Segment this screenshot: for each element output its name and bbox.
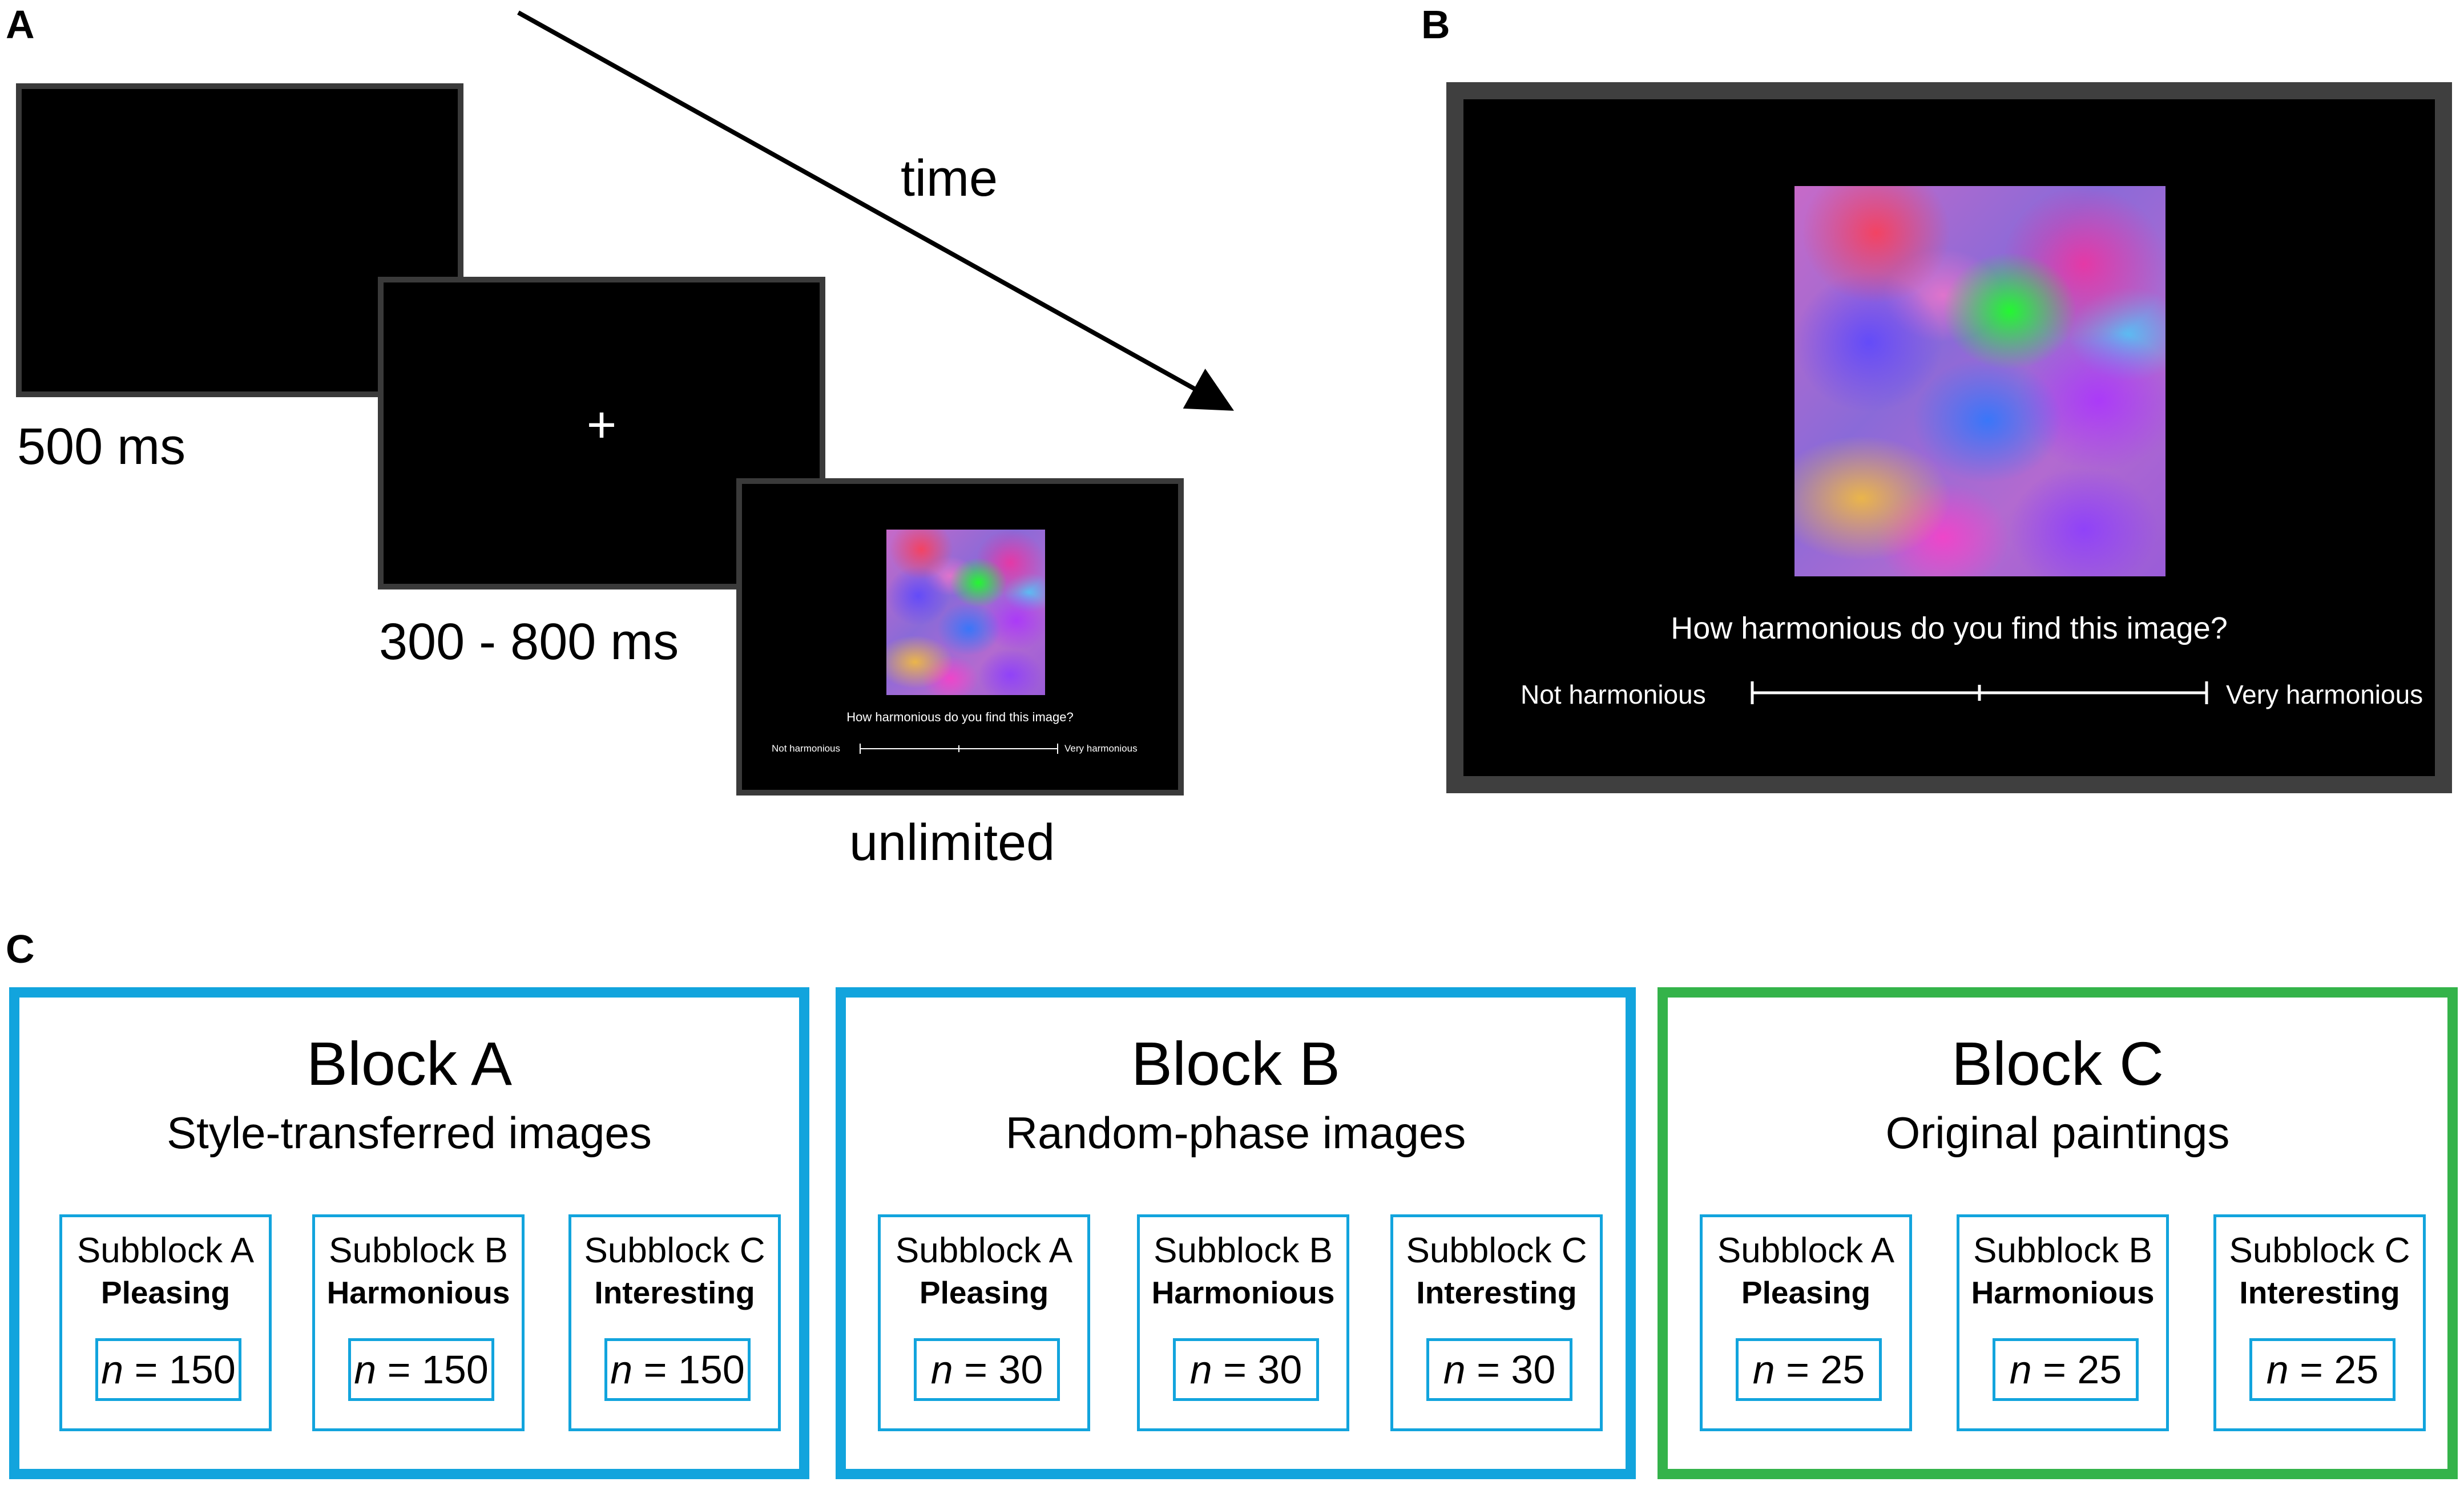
rating-screen-small: How harmonious do you find this image? N… [736, 478, 1184, 796]
fixation-screen-duration: 300 - 800 ms [379, 613, 679, 671]
subblock-condition: Pleasing [100, 1275, 231, 1310]
subblock-count: n = 25 [1993, 1338, 2139, 1401]
rating-scale-large[interactable] [1750, 676, 2209, 710]
subblock-count: n = 25 [1736, 1338, 1882, 1401]
subblock-name: Subblock B [1973, 1231, 2152, 1270]
subblock-name: Subblock C [584, 1231, 765, 1270]
subblock-condition: Harmonious [326, 1275, 510, 1310]
subblock-condition: Interesting [2239, 1275, 2400, 1310]
block-a: Block A Style-transferred images Subbloc… [9, 987, 809, 1479]
rating-question-small: How harmonious do you find this image? [846, 710, 1074, 724]
panel-label-c: C [6, 927, 35, 971]
subblock-name: Subblock A [895, 1231, 1073, 1270]
n-symbol: n [930, 1347, 953, 1392]
subblock-name: Subblock B [1154, 1231, 1333, 1270]
blank-screen-duration: 500 ms [17, 418, 186, 475]
block-c-subblock-b: Subblock B Harmonious n = 25 [1957, 1214, 2169, 1431]
subblock-count: n = 150 [348, 1338, 494, 1401]
n-symbol: n [1752, 1347, 1775, 1392]
block-c-subblock-a: Subblock A Pleasing n = 25 [1700, 1214, 1912, 1431]
block-a-subblock-c: Subblock C Interesting n = 150 [568, 1214, 781, 1431]
subblock-condition: Interesting [594, 1275, 755, 1310]
fixation-cross: + [586, 397, 617, 454]
time-arrow [517, 10, 1234, 411]
rating-screen-large: How harmonious do you find this image? N… [1446, 82, 2452, 793]
block-c-subblock-c: Subblock C Interesting n = 25 [2213, 1214, 2426, 1431]
block-b-subtitle: Random-phase images [1005, 1108, 1466, 1158]
n-value: = 25 [2043, 1347, 2122, 1392]
subblock-name: Subblock A [1717, 1231, 1895, 1270]
n-value: = 150 [134, 1347, 236, 1392]
scale-right-label-large: Very harmonious [2226, 680, 2423, 709]
scale-right-label-small: Very harmonious [1064, 743, 1138, 754]
rating-question-large: How harmonious do you find this image? [1671, 611, 2228, 645]
block-c-subtitle: Original paintings [1885, 1108, 2230, 1158]
rating-scale-small[interactable] [859, 742, 1059, 756]
rating-screen-duration: unlimited [849, 814, 1055, 871]
scale-left-label-large: Not harmonious [1521, 680, 1706, 709]
block-a-title: Block A [306, 1029, 513, 1098]
scale-left-label-small: Not harmonious [772, 743, 841, 754]
stimulus-image-small [886, 530, 1045, 695]
stimulus-image-large [1794, 186, 2165, 576]
block-b-subblock-c: Subblock C Interesting n = 30 [1390, 1214, 1603, 1431]
n-symbol: n [101, 1347, 124, 1392]
block-b-subblock-a: Subblock A Pleasing n = 30 [878, 1214, 1090, 1431]
n-value: = 30 [964, 1347, 1043, 1392]
n-symbol: n [2009, 1347, 2032, 1392]
n-symbol: n [354, 1347, 377, 1392]
block-b: Block B Random-phase images Subblock A P… [836, 987, 1636, 1479]
subblock-name: Subblock C [2229, 1231, 2410, 1270]
subblock-count: n = 30 [914, 1338, 1060, 1401]
n-symbol: n [1189, 1347, 1212, 1392]
n-value: = 30 [1223, 1347, 1302, 1392]
n-value: = 150 [387, 1347, 489, 1392]
subblock-name: Subblock B [329, 1231, 508, 1270]
n-value: = 25 [1786, 1347, 1865, 1392]
block-c: Block C Original paintings Subblock A Pl… [1658, 987, 2458, 1479]
subblock-condition: Pleasing [1741, 1275, 1871, 1310]
n-symbol: n [610, 1347, 633, 1392]
block-a-subblock-b: Subblock B Harmonious n = 150 [312, 1214, 525, 1431]
block-b-subblock-b: Subblock B Harmonious n = 30 [1137, 1214, 1349, 1431]
subblock-condition: Pleasing [919, 1275, 1049, 1310]
block-c-title: Block C [1951, 1029, 2164, 1098]
panel-label-b: B [1421, 2, 1450, 47]
n-value: = 30 [1477, 1347, 1556, 1392]
subblock-name: Subblock C [1406, 1231, 1587, 1270]
subblock-condition: Harmonious [1971, 1275, 2155, 1310]
n-symbol: n [1443, 1347, 1466, 1392]
n-symbol: n [2266, 1347, 2289, 1392]
subblock-name: Subblock A [76, 1231, 255, 1270]
block-b-title: Block B [1131, 1029, 1341, 1098]
subblock-count: n = 30 [1173, 1338, 1319, 1401]
subblock-count: n = 150 [95, 1338, 241, 1401]
block-a-subtitle: Style-transferred images [167, 1108, 652, 1158]
subblock-count: n = 30 [1426, 1338, 1572, 1401]
subblock-count: n = 150 [604, 1338, 751, 1401]
block-a-subblock-a: Subblock A Pleasing n = 150 [59, 1214, 272, 1431]
time-label: time [901, 150, 998, 207]
panel-label-a: A [6, 2, 35, 47]
n-value: = 25 [2300, 1347, 2379, 1392]
subblock-count: n = 25 [2249, 1338, 2396, 1401]
subblock-condition: Harmonious [1151, 1275, 1335, 1310]
subblock-condition: Interesting [1416, 1275, 1577, 1310]
n-value: = 150 [643, 1347, 745, 1392]
